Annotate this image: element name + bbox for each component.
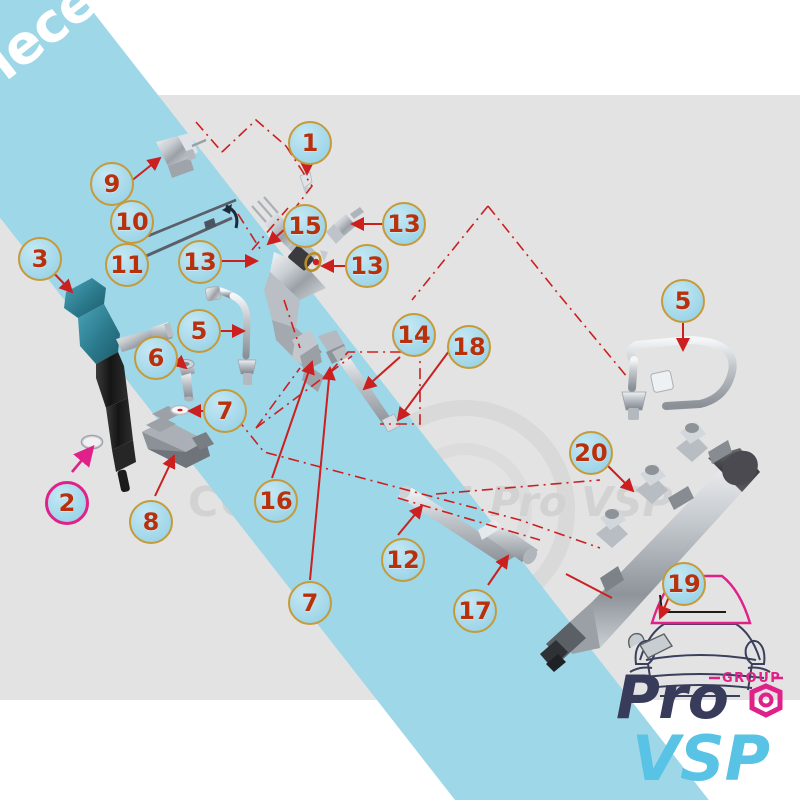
callout-label: 6: [147, 344, 165, 372]
callout-label: 13: [387, 210, 421, 238]
callout-marker-11[interactable]: 11: [105, 243, 149, 287]
callout-marker-19[interactable]: 19: [662, 562, 706, 606]
callout-marker-18[interactable]: 18: [447, 325, 491, 369]
callout-label: 13: [350, 252, 384, 280]
callout-marker-13b[interactable]: 13: [382, 202, 426, 246]
callout-label: 3: [31, 245, 49, 273]
callout-label: 17: [458, 597, 492, 625]
callout-label: 16: [259, 487, 293, 515]
callout-label: 9: [103, 170, 121, 198]
callout-label: 12: [386, 546, 420, 574]
logo-tagline: GROUP: [722, 671, 781, 686]
callout-marker-17[interactable]: 17: [453, 589, 497, 633]
callout-marker-7a[interactable]: 7: [203, 389, 247, 433]
callout-marker-3[interactable]: 3: [18, 237, 62, 281]
callout-marker-5b[interactable]: 5: [661, 279, 705, 323]
callout-label: 5: [674, 287, 692, 315]
provsp-logo: Pro VSP GROUP: [616, 663, 783, 790]
callout-marker-20[interactable]: 20: [569, 431, 613, 475]
callout-label: 10: [115, 208, 149, 236]
callout-marker-6[interactable]: 6: [134, 336, 178, 380]
callout-marker-16[interactable]: 16: [254, 479, 298, 523]
callout-label: 15: [288, 212, 322, 240]
callout-marker-5a[interactable]: 5: [177, 309, 221, 353]
callout-marker-13a[interactable]: 13: [178, 240, 222, 284]
callout-label: 13: [183, 248, 217, 276]
callout-marker-1[interactable]: 1: [288, 121, 332, 165]
callout-marker-2[interactable]: 2: [45, 481, 89, 525]
callout-label: 19: [667, 570, 701, 598]
callout-label: 11: [110, 251, 144, 279]
callout-label: 1: [301, 129, 319, 157]
callout-marker-13c[interactable]: 13: [345, 244, 389, 288]
callout-marker-7b[interactable]: 7: [288, 581, 332, 625]
callout-label: 18: [452, 333, 486, 361]
callout-marker-12[interactable]: 12: [381, 538, 425, 582]
callout-label: 8: [142, 508, 160, 536]
logo-word-vsp: VSP: [632, 722, 770, 790]
callout-label: 5: [190, 317, 208, 345]
callout-label: 2: [58, 489, 76, 517]
callout-marker-15[interactable]: 15: [283, 204, 327, 248]
callout-marker-10[interactable]: 10: [110, 200, 154, 244]
callout-marker-14[interactable]: 14: [392, 313, 436, 357]
callout-label: 14: [397, 321, 431, 349]
callout-label: 7: [301, 589, 319, 617]
logo-hex-nut-icon: [749, 683, 783, 718]
callout-label: 20: [574, 439, 608, 467]
callout-label: 7: [216, 397, 234, 425]
callout-marker-8[interactable]: 8: [129, 500, 173, 544]
